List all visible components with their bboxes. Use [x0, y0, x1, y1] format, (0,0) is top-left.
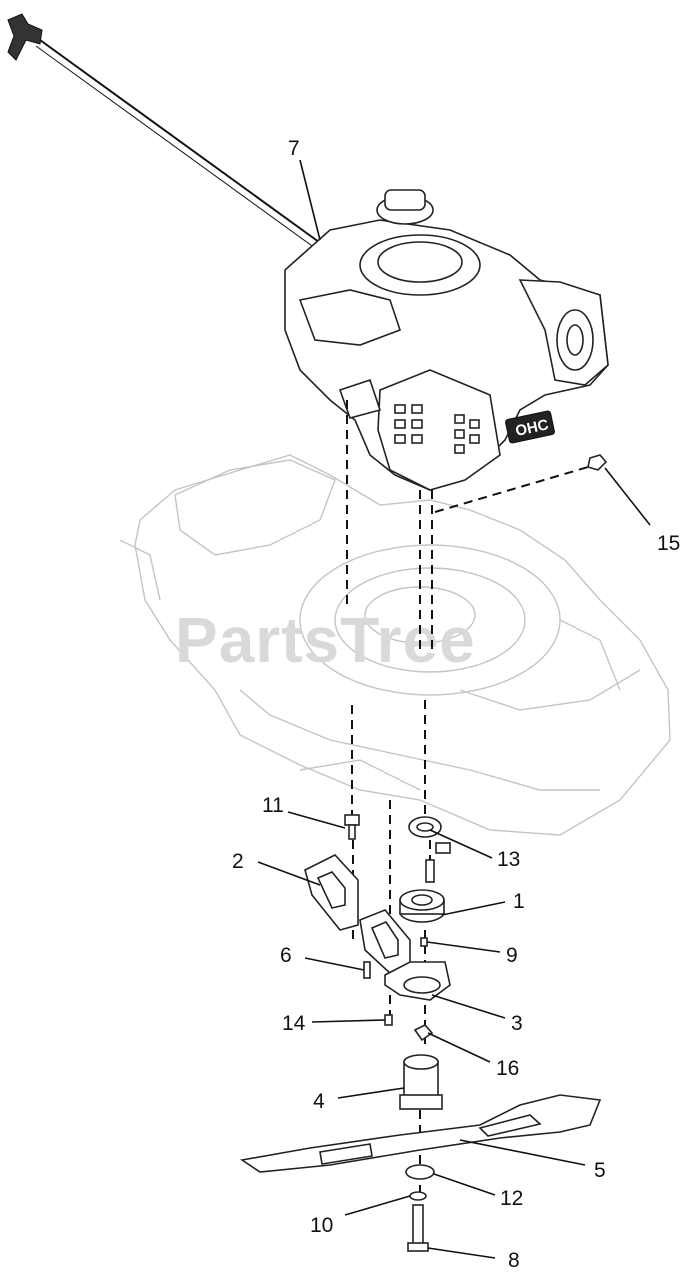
svg-text:OHC: OHC	[514, 416, 550, 440]
engine-badge: OHC	[505, 410, 555, 444]
part-10-lockwasher	[409, 1191, 427, 1201]
engine-vent-grille	[394, 404, 480, 454]
part-8-blade-bolt	[407, 1204, 429, 1252]
engine-assembly: OHC	[7, 13, 609, 491]
part-3-adapter	[384, 961, 451, 1001]
part-2-bracket	[304, 854, 411, 976]
callout-3: 3	[511, 1012, 523, 1035]
assembly-lines	[346, 400, 596, 1195]
callout-10: 10	[310, 1214, 333, 1237]
adapter-bolt	[425, 842, 451, 883]
callout-6: 6	[280, 944, 292, 967]
callout-12: 12	[500, 1187, 523, 1210]
callout-15: 15	[657, 532, 680, 555]
part-1-bearing	[399, 889, 445, 923]
callout-8: 8	[508, 1249, 520, 1272]
callout-13: 13	[497, 848, 520, 871]
part-15-nut	[587, 454, 608, 471]
callout-1: 1	[513, 890, 525, 913]
callout-2: 2	[232, 850, 244, 873]
callout-14: 14	[282, 1012, 306, 1035]
callout-16: 16	[496, 1057, 519, 1080]
part-16-key	[413, 1024, 434, 1042]
callout-4: 4	[313, 1090, 325, 1113]
part-4-hub	[399, 1054, 443, 1110]
leader-lines	[257, 159, 651, 1259]
callout-9: 9	[506, 944, 518, 967]
part-6-bolt	[363, 961, 371, 979]
callout-labels: 7 15 11 13 2 1 9 6 3 14 16 4 5 12 10 8	[232, 137, 680, 1272]
part-11-bolt	[344, 814, 360, 840]
callout-11: 11	[262, 794, 284, 817]
callout-7: 7	[288, 137, 300, 160]
callout-5: 5	[594, 1159, 606, 1182]
part-14-bolt	[384, 1014, 393, 1026]
part-9-key	[420, 937, 428, 947]
partstree-watermark: PartsTree	[175, 604, 476, 676]
part-5-blade	[239, 1094, 602, 1173]
part-12-washer	[405, 1164, 435, 1180]
dipstick-handle-icon	[7, 13, 43, 61]
